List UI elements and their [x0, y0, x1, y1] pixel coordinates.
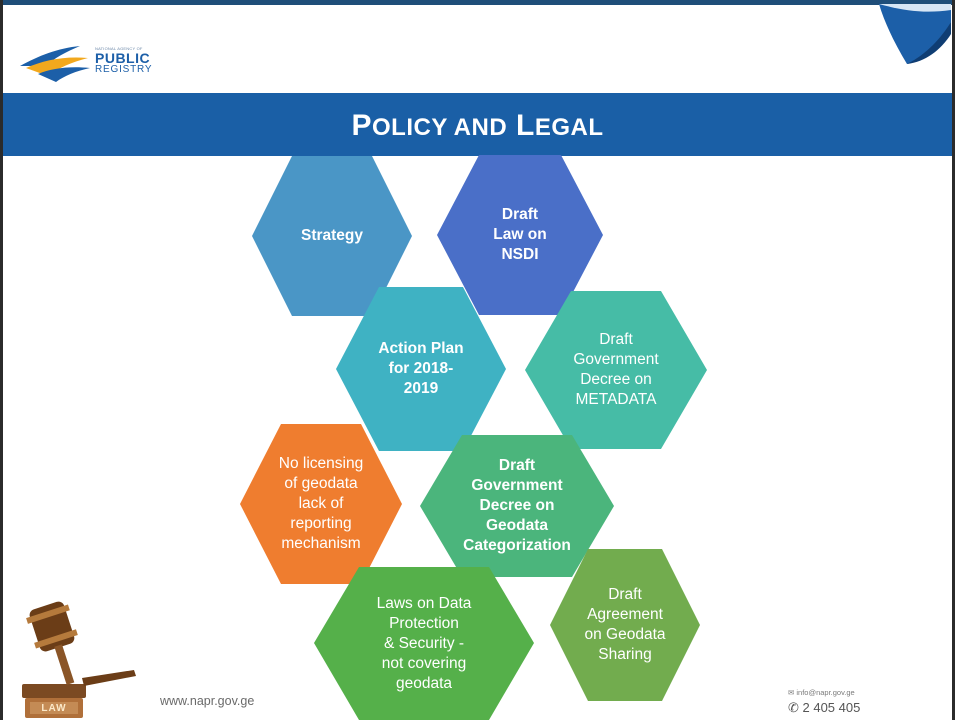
public-registry-logo-icon [20, 46, 90, 82]
gavel-law-label: LAW [41, 703, 67, 714]
hexagon-label: Strategy [300, 227, 364, 244]
top-border [0, 0, 955, 5]
hexagon-label: No licensing of geodata lack of reportin… [278, 455, 364, 552]
hexagon-no-licensing: No licensing of geodata lack of reportin… [240, 424, 402, 584]
footer-phone: ✆ 2 405 405 [788, 700, 861, 715]
hexagon-label: Action Plan for 2018- 2019 [378, 340, 464, 397]
hexagon-draft-agreement: Draft Agreement on Geodata Sharing [550, 549, 700, 701]
logo-wordmark: NATIONAL AGENCY OF PUBLIC REGISTRY [95, 47, 152, 75]
page-title: POLICY AND LEGAL [351, 109, 604, 142]
hexagon-draft-decree-categorization: Draft Government Decree on Geodata Categ… [420, 435, 614, 577]
hexagon-label: Draft Agreement on Geodata Sharing [584, 586, 666, 663]
corner-swoosh-icon [879, 4, 951, 64]
hexagon-draft-law-nsdi: Draft Law on NSDI [437, 155, 603, 315]
left-border [0, 0, 3, 720]
gavel-icon [22, 601, 136, 718]
hexagon-label: Draft Government Decree on Geodata Categ… [463, 457, 571, 554]
hexagon-label: Draft Government Decree on METADATA [573, 331, 659, 408]
hexagon-label: Draft Law on NSDI [493, 206, 547, 263]
footer-email[interactable]: ✉ info@napr.gov.ge [788, 688, 855, 697]
footer-website-link[interactable]: www.napr.gov.ge [160, 694, 255, 708]
logo-public-text: PUBLIC [95, 50, 151, 66]
right-border [952, 0, 955, 720]
hexagon-action-plan: Action Plan for 2018- 2019 [336, 287, 506, 451]
hexagon-label: Laws on Data Protection & Security - not… [376, 594, 472, 692]
hexagon-draft-decree-metadata: Draft Government Decree on METADATA [525, 291, 707, 449]
hexagon-strategy: Strategy [252, 156, 412, 316]
title-banner: POLICY AND LEGAL [3, 93, 952, 156]
hexagon-laws-data-protection: Laws on Data Protection & Security - not… [314, 567, 534, 720]
logo-registry-text: REGISTRY [95, 64, 153, 75]
logo-agency-text: NATIONAL AGENCY OF [95, 46, 143, 51]
